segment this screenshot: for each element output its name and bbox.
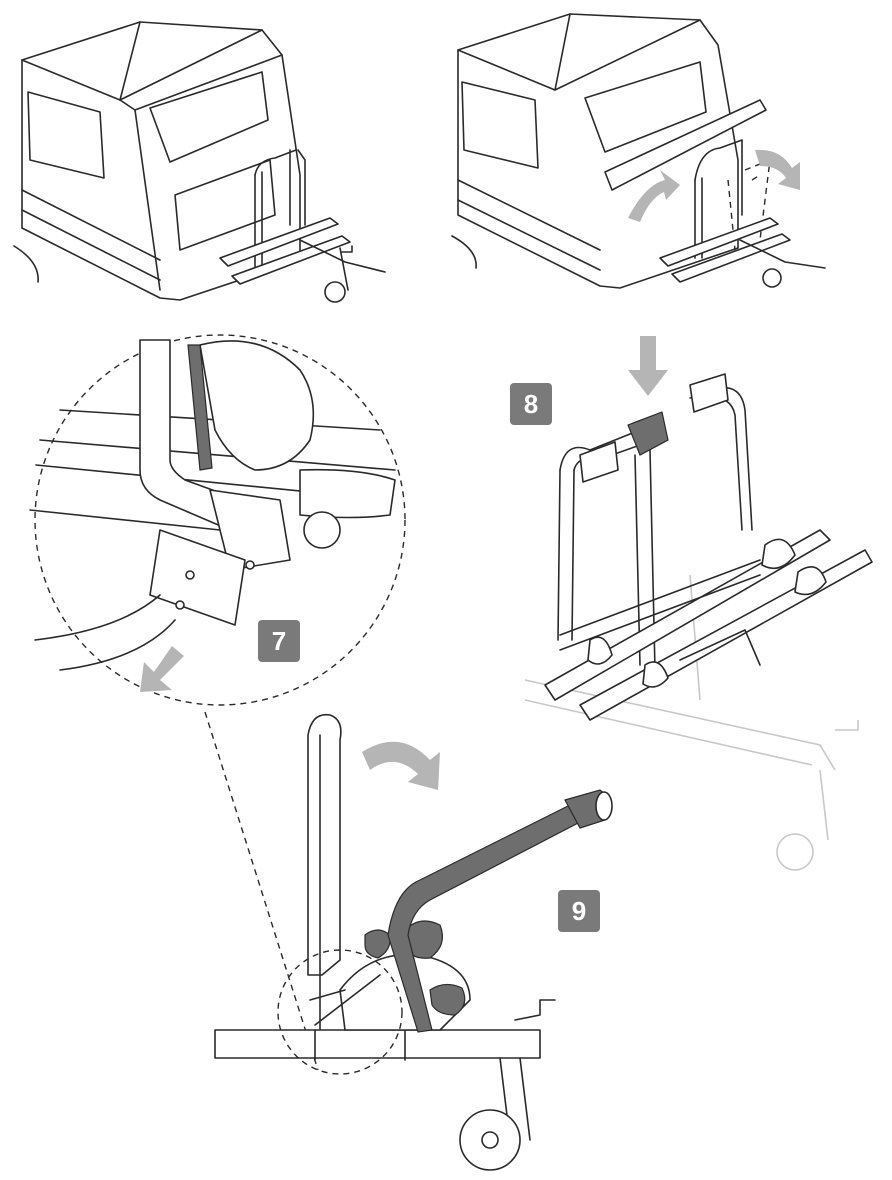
- caravan-rear-view-left: [13, 21, 301, 301]
- step-7-detail-view: [29, 334, 406, 1071]
- rotate-arrow-icon: [362, 741, 440, 790]
- caravan-rear-view-right: [451, 13, 767, 289]
- step-7-badge: 7: [258, 620, 300, 662]
- bike-rack-folding-right: [628, 139, 826, 288]
- step-9-side-view: [214, 713, 613, 1171]
- step-8-rack-upright: [524, 336, 873, 871]
- fold-right-arrow-icon: [755, 149, 800, 190]
- push-down-arrow-icon: [628, 336, 668, 396]
- step-8-badge: 8: [510, 383, 552, 425]
- fold-left-arrow-icon: [628, 170, 680, 222]
- bike-rack-mounted-left: [219, 149, 386, 303]
- step-9-badge: 9: [558, 890, 600, 932]
- pull-down-arrow-icon: [140, 646, 184, 692]
